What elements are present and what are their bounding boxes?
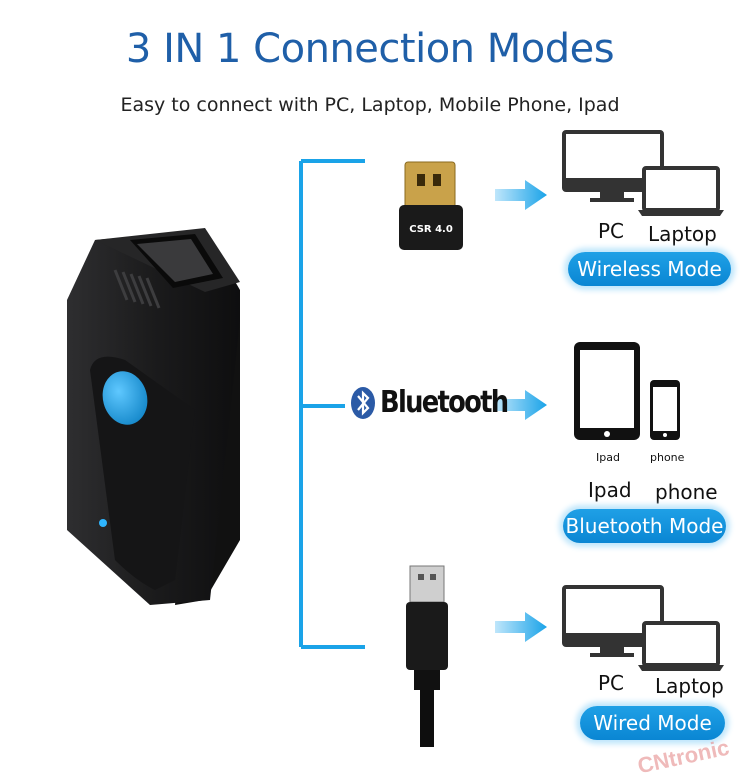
target-label-ipad: Ipad xyxy=(588,478,632,502)
dongle-label: CSR 4.0 xyxy=(409,224,453,235)
tablet-phone-icon xyxy=(574,342,680,440)
target-label-laptop: Laptop xyxy=(648,222,717,246)
pc-monitor-icon xyxy=(562,585,724,671)
page-title: 3 IN 1 Connection Modes xyxy=(125,26,615,72)
page-subtitle: Easy to connect with PC, Laptop, Mobile … xyxy=(120,94,620,116)
barcode-scanner-icon xyxy=(67,228,240,605)
wireless-mode-badge: Wireless Mode xyxy=(568,252,731,286)
bluetooth-icon xyxy=(351,387,375,419)
caption-phone: phone xyxy=(650,451,685,464)
usb-cable-icon xyxy=(406,565,448,747)
bluetooth-mode-badge: Bluetooth Mode xyxy=(563,509,726,543)
bluetooth-label: Bluetooth xyxy=(380,385,509,420)
wired-mode-badge: Wired Mode xyxy=(580,706,725,740)
connection-bracket xyxy=(299,159,365,649)
pc-monitor-icon xyxy=(562,130,724,216)
target-label-pc: PC xyxy=(598,219,625,243)
arrow-right-icon xyxy=(495,180,547,210)
caption-ipad: Ipad xyxy=(596,451,620,464)
watermark: CNtronic xyxy=(635,734,732,779)
target-label-laptop: Laptop xyxy=(655,674,724,698)
arrow-right-icon xyxy=(495,390,547,420)
arrow-right-icon xyxy=(495,612,547,642)
target-label-phone: phone xyxy=(655,480,718,504)
target-label-pc: PC xyxy=(598,671,625,695)
usb-dongle-icon: CSR 4.0 xyxy=(399,161,463,250)
